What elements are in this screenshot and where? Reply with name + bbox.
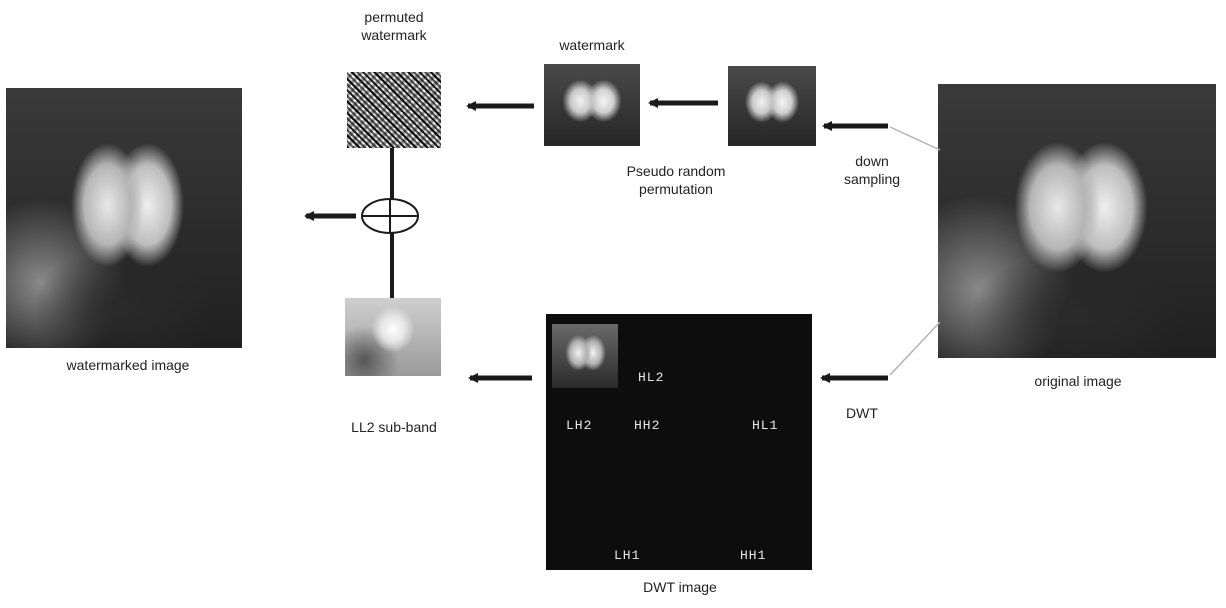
original-image-label: original image: [998, 372, 1158, 390]
pointer-down-sampling: [890, 127, 940, 150]
combine-operator-icon: [362, 199, 418, 233]
permuted-watermark-label-line1: permuted: [330, 8, 458, 26]
watermarked-image-label: watermarked image: [20, 356, 236, 374]
permuted-watermark-label: permuted watermark: [330, 8, 458, 44]
down-sampling-label-line1: down: [822, 152, 922, 170]
down-sampling-label: down sampling: [822, 152, 922, 188]
ll2-sub-band-label: LL2 sub-band: [322, 418, 466, 436]
pseudo-random-permutation-label: Pseudo random permutation: [586, 162, 766, 198]
pseudo-random-label-line2: permutation: [586, 180, 766, 198]
watermark-label: watermark: [536, 36, 648, 54]
dwt-image-label: DWT image: [600, 578, 760, 596]
pointer-dwt: [890, 322, 940, 375]
dwt-label: DWT: [832, 404, 892, 422]
down-sampling-label-line2: sampling: [822, 170, 922, 188]
permuted-watermark-label-line2: watermark: [330, 26, 458, 44]
pseudo-random-label-line1: Pseudo random: [586, 162, 766, 180]
